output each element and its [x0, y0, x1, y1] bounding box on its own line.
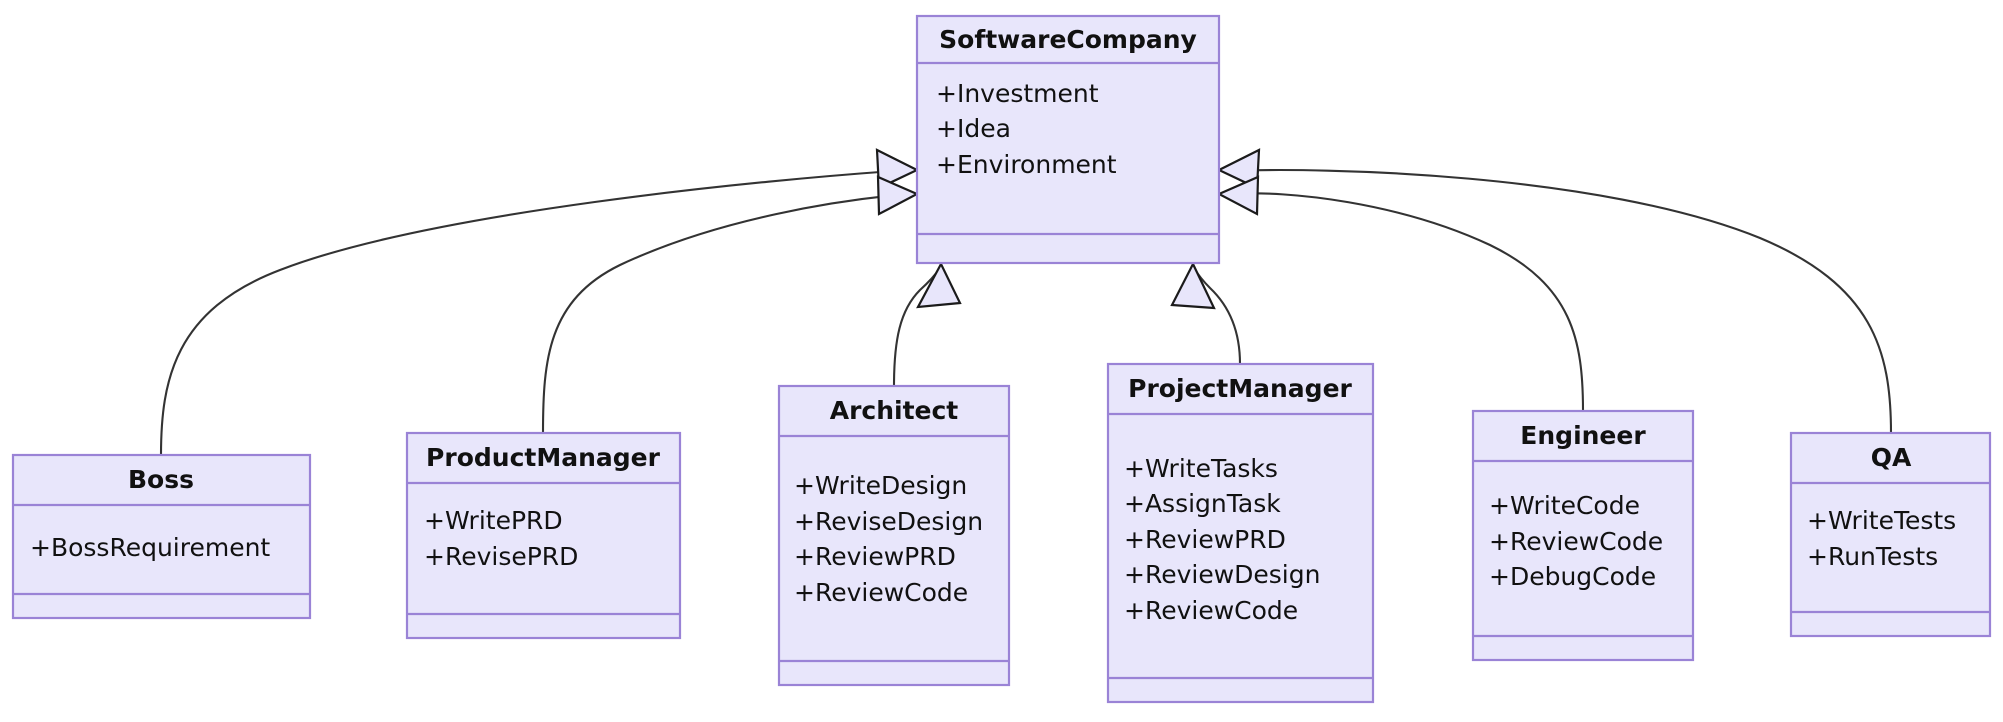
class-title-software-company: SoftwareCompany	[939, 25, 1197, 54]
class-box-architect[interactable]: Architect +WriteDesign +ReviseDesign +Re…	[777, 384, 1011, 687]
class-attribute: +ReviewDesign	[1124, 560, 1320, 589]
edge-product-manager-to-software-company[interactable]	[541, 192, 909, 434]
edge-engineer-to-software-company[interactable]	[1228, 192, 1585, 412]
class-title-architect: Architect	[830, 396, 959, 425]
class-box-engineer[interactable]: Engineer +WriteCode +ReviewCode +DebugCo…	[1471, 409, 1695, 662]
class-attribute: +WriteTasks	[1124, 454, 1278, 483]
edge-qa-to-software-company[interactable]	[1228, 169, 1893, 434]
class-attribute: +WriteCode	[1489, 491, 1640, 520]
class-attribute: +AssignTask	[1124, 489, 1281, 518]
class-attribute: +RevisePRD	[424, 542, 578, 571]
inheritance-arrow-boss	[875, 148, 920, 190]
inheritance-arrow-project-manager	[1170, 261, 1216, 310]
class-title-engineer: Engineer	[1520, 421, 1646, 450]
inheritance-arrow-qa	[1216, 148, 1261, 190]
class-box-software-company[interactable]: SoftwareCompany +Investment +Idea +Envir…	[915, 14, 1221, 265]
class-attribute: +ReviewPRD	[794, 542, 956, 571]
edge-layer	[159, 168, 1893, 456]
inheritance-arrow-engineer	[1216, 175, 1260, 216]
class-box-rect-product-manager	[405, 431, 682, 640]
class-attribute: +WritePRD	[424, 506, 563, 535]
arrowhead-layer	[875, 148, 1261, 310]
class-box-project-manager[interactable]: ProjectManager +WriteTasks +AssignTask +…	[1106, 362, 1375, 704]
class-box-qa[interactable]: QA +WriteTests +RunTests	[1789, 431, 1992, 638]
inheritance-arrow-architect	[916, 261, 962, 309]
class-title-project-manager: ProjectManager	[1128, 374, 1352, 403]
class-box-rect-boss	[11, 453, 312, 620]
class-attribute: +DebugCode	[1489, 562, 1656, 591]
class-box-boss[interactable]: Boss +BossRequirement	[11, 453, 312, 620]
class-box-rect-software-company	[915, 14, 1221, 265]
class-title-product-manager: ProductManager	[426, 443, 661, 472]
class-box-rect-qa	[1789, 431, 1992, 638]
class-attribute: +RunTests	[1807, 542, 1938, 571]
edge-boss-to-software-company[interactable]	[159, 168, 909, 456]
class-attribute: +BossRequirement	[30, 533, 270, 562]
class-box-rect-project-manager	[1106, 362, 1375, 704]
class-attribute: +ReviewCode	[1489, 527, 1663, 556]
class-attribute: +Environment	[936, 150, 1117, 179]
class-attribute: +WriteTests	[1807, 506, 1956, 535]
class-title-qa: QA	[1871, 443, 1912, 472]
class-attribute: +WriteDesign	[794, 471, 967, 500]
class-attribute: +ReviewCode	[794, 578, 968, 607]
class-attribute: +ReviseDesign	[794, 507, 983, 536]
class-attribute: +ReviewPRD	[1124, 525, 1286, 554]
inheritance-arrow-product-manager	[876, 175, 920, 216]
class-attribute: +ReviewCode	[1124, 596, 1298, 625]
class-title-boss: Boss	[128, 465, 194, 494]
class-box-product-manager[interactable]: ProductManager +WritePRD +RevisePRD	[405, 431, 682, 640]
class-attribute: +Investment	[936, 79, 1099, 108]
class-attribute: +Idea	[936, 114, 1011, 143]
class-box-rect-engineer	[1471, 409, 1695, 662]
